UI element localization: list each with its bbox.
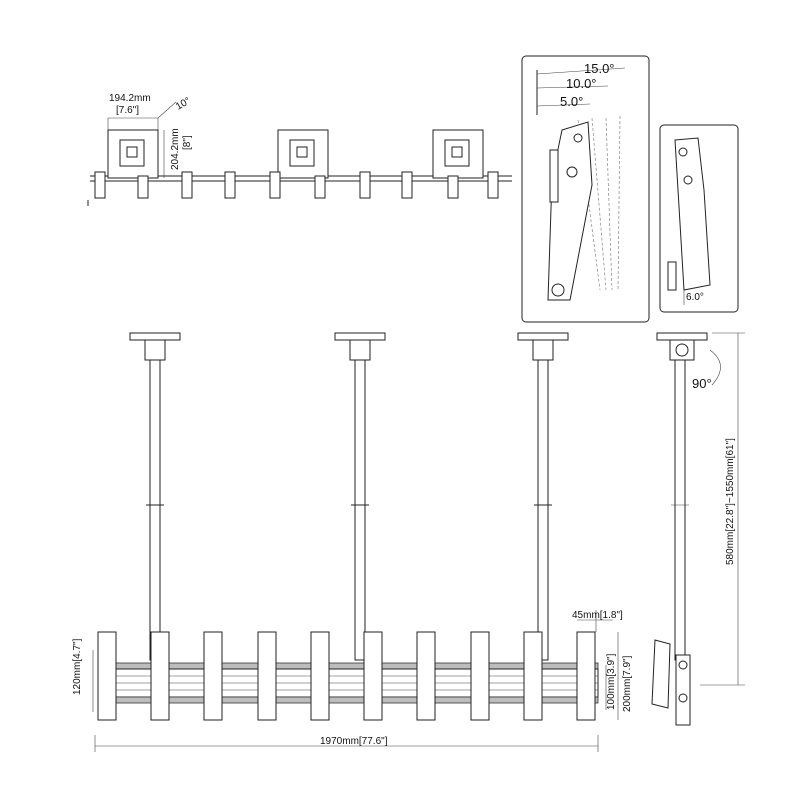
tilt-angle-15: 15.0° (584, 61, 615, 76)
top-plate-left (107, 129, 159, 179)
front-view: 120mm[4.7"] 45mm[1.8"] 200mm[7.9"] 100mm… (72, 332, 633, 752)
horizontal-rails (97, 662, 599, 704)
ceiling-plate-left (129, 332, 181, 361)
tilt-angle-10: 10.0° (566, 76, 597, 91)
bracket-spacing-label: 100mm[3.9"] (606, 653, 617, 710)
tilt-detail: 15.0° 10.0° 5.0° (521, 55, 650, 323)
side-view: 90° 580mm[22.8"]~1550mm[61"] (651, 332, 745, 726)
top-height-inch: [8"] (182, 135, 193, 150)
rail-height-label: 120mm[4.7"] (72, 638, 83, 695)
side-detail: 6.0° (659, 124, 739, 313)
clamp-width-label: 45mm[1.8"] (572, 610, 623, 621)
top-clamps (94, 171, 499, 199)
poles (146, 359, 552, 661)
drop-range-label: 580mm[22.8"]~1550mm[61"] (725, 438, 736, 565)
ceiling-plate-center (334, 332, 386, 361)
side-detail-angle: 6.0° (686, 292, 704, 303)
vertical-brackets (97, 631, 596, 721)
top-tilt-label: 10° (174, 96, 193, 113)
top-view: 194.2mm [7.6"] 10° 204.2mm [8"] (87, 93, 512, 206)
tilt-angle-5: 5.0° (560, 94, 583, 109)
top-plate-center (277, 129, 329, 179)
ceiling-plate-right (517, 332, 569, 361)
top-plate-right (432, 129, 484, 179)
total-width-label: 1970mm[77.6"] (320, 736, 388, 747)
rotation-label: 90° (692, 376, 712, 391)
top-width-label: 194.2mm (109, 93, 151, 104)
top-width-inch: [7.6"] (116, 105, 139, 116)
top-height-label: 204.2mm (170, 128, 181, 170)
bracket-height-label: 200mm[7.9"] (622, 655, 633, 712)
